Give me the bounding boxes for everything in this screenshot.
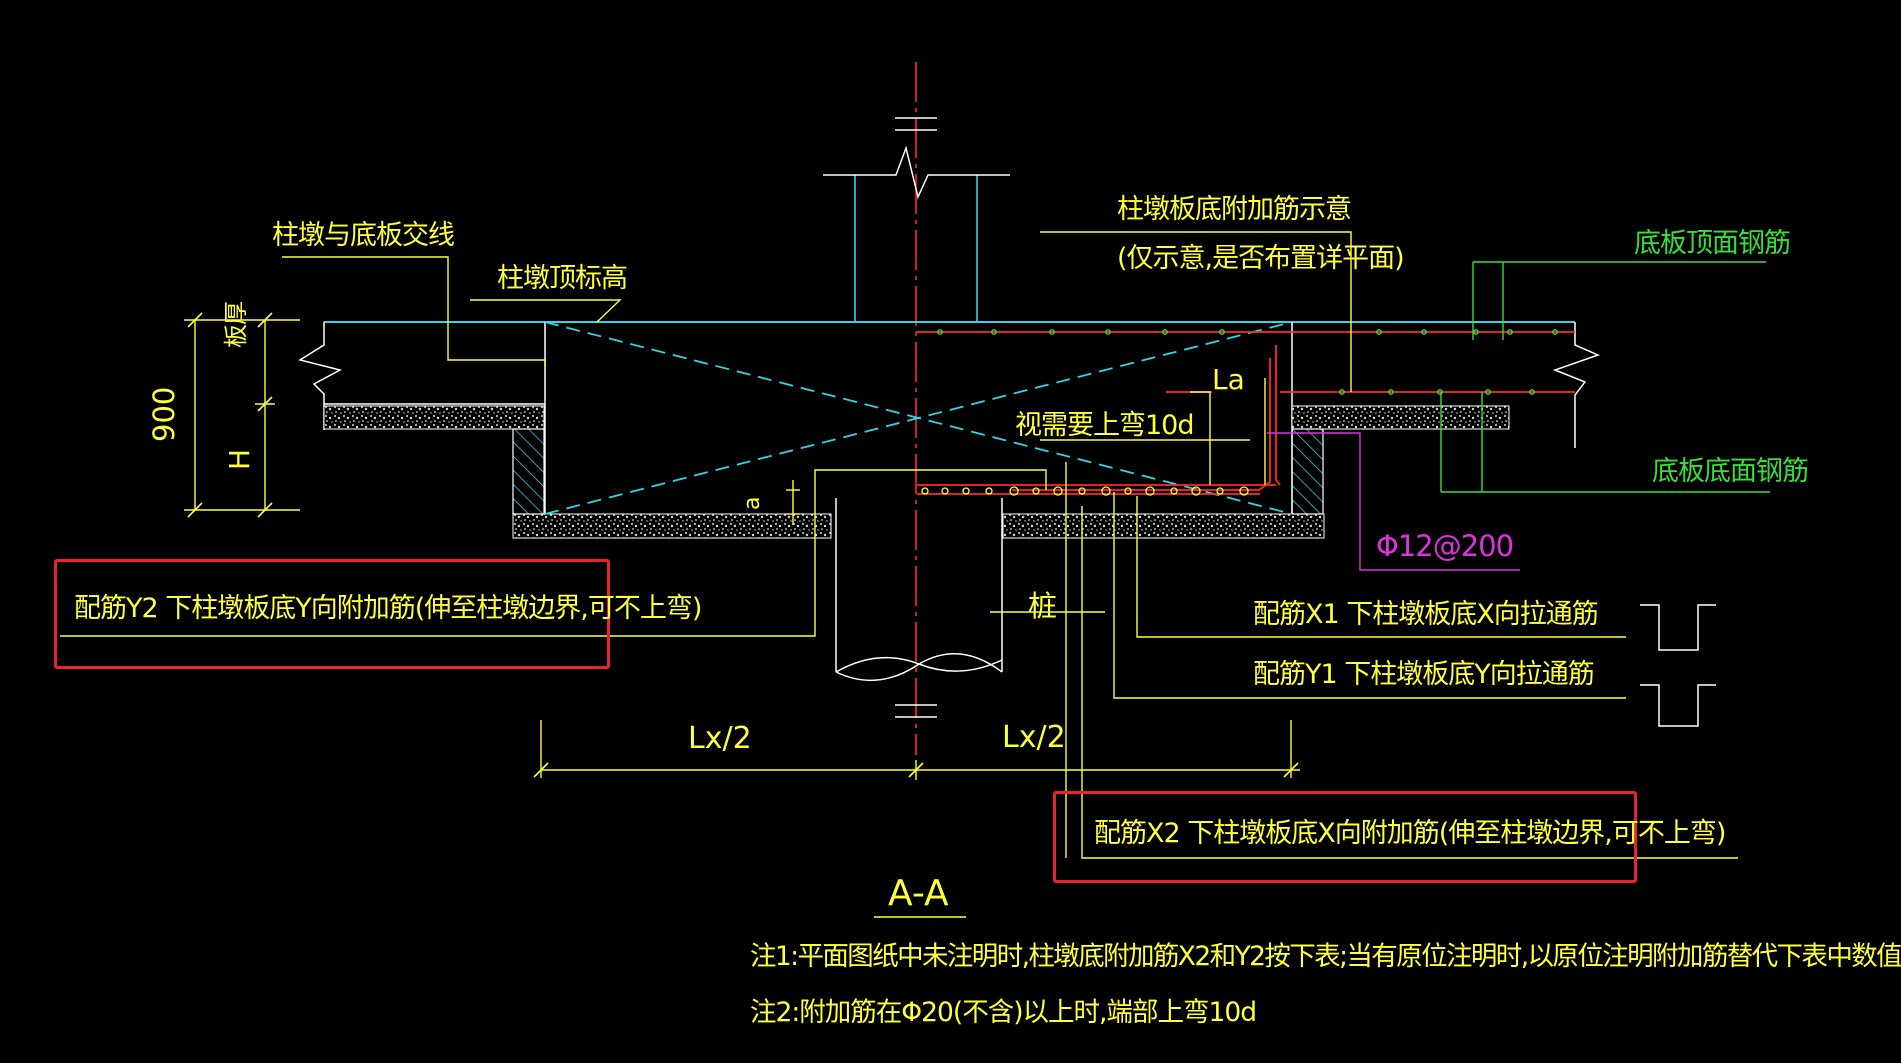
pile	[835, 498, 1003, 718]
label-pile: 桩	[1028, 589, 1057, 623]
label-slab-thickness: 板厚	[222, 302, 250, 348]
label-dim-a: a	[740, 496, 765, 510]
section-drawing	[60, 62, 1770, 918]
spacing-rebar-leader	[1267, 432, 1520, 571]
label-slab-bottom-rebar: 底板底面钢筋	[1652, 456, 1809, 487]
label-rebar-y2: 配筋Y2 下柱墩板底Y向附加筋(伸至柱墩边界,可不上弯)	[74, 593, 702, 624]
label-rebar-x2: 配筋X2 下柱墩板底X向附加筋(伸至柱墩边界,可不上弯)	[1094, 818, 1726, 849]
highlight-rebar-y2	[54, 559, 610, 669]
left-side-wall	[512, 428, 545, 515]
top-rebar-dots	[937, 329, 1558, 395]
label-lx-half-right: Lx/2	[1002, 720, 1066, 755]
label-lx-half-left: Lx/2	[688, 721, 752, 756]
rebar-shape-symbols	[1640, 604, 1716, 727]
right-break-line	[1552, 322, 1601, 448]
section-title: A-A	[888, 873, 949, 914]
left-slab-cushion	[323, 405, 545, 430]
label-dim-H: H	[223, 448, 256, 470]
label-pier-bottom-rebar-title: 柱墩板底附加筋示意	[1117, 194, 1352, 225]
pier-cushion	[512, 513, 832, 539]
label-spacing-rebar: Φ12@200	[1376, 529, 1514, 563]
right-slab-cushion	[1291, 405, 1510, 430]
note-2: 注2:附加筋在Φ20(不含)以上时,端部上弯10d	[750, 997, 1257, 1028]
right-side-wall	[1291, 428, 1324, 515]
label-pier-slab-intersection: 柱墩与底板交线	[272, 220, 455, 251]
slab-top-rebar	[916, 331, 1575, 495]
slab-rebar-leaders	[1440, 261, 1770, 493]
label-slab-top-rebar: 底板顶面钢筋	[1634, 228, 1791, 259]
label-bend-up-note: 视需要上弯10d	[1015, 410, 1194, 441]
column-break-line	[823, 117, 1010, 200]
label-pier-bottom-rebar-note: (仅示意,是否布置详平面)	[1117, 243, 1405, 274]
label-pier-top-elevation: 柱墩顶标高	[497, 263, 628, 294]
note-1: 注1:平面图纸中未注明时,柱墩底附加筋X2和Y2按下表;当有原位注明时,以原位注…	[750, 941, 1901, 972]
pier-diagonals	[544, 321, 1293, 515]
left-break-line	[298, 322, 343, 430]
label-rebar-y1: 配筋Y1 下柱墩板底Y向拉通筋	[1253, 659, 1595, 690]
label-dim-900: 900	[147, 386, 181, 442]
highlight-rebar-x2	[1053, 791, 1637, 883]
bottom-rebar-dots	[921, 486, 1249, 496]
label-anchor-length: La	[1212, 363, 1245, 396]
label-rebar-x1: 配筋X1 下柱墩板底X向拉通筋	[1253, 599, 1599, 630]
column-above	[854, 175, 978, 322]
pier-cushion-right	[1002, 513, 1325, 539]
